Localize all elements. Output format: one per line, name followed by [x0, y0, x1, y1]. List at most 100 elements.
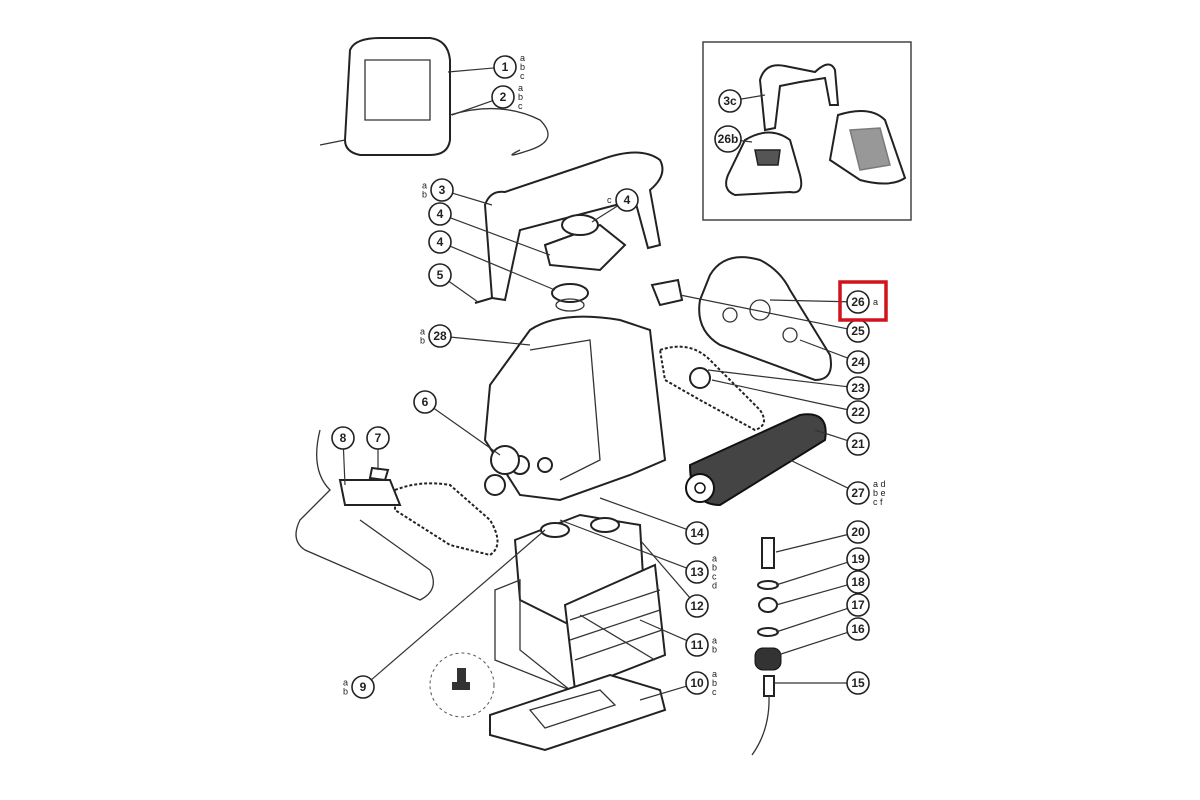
callout-14: 14: [685, 521, 709, 545]
callout-number: 26b: [718, 132, 739, 146]
callout-circle: [718, 89, 742, 113]
callout-number: 3: [439, 183, 446, 197]
callout-19: 19: [846, 547, 870, 571]
leader-line: [711, 379, 848, 411]
callout-number: 27: [851, 486, 865, 500]
callout-circle: [846, 400, 870, 424]
leader-line: [814, 429, 848, 442]
callout-number: 19: [851, 552, 865, 566]
callout-number: 15: [851, 676, 865, 690]
right-track-part: [658, 345, 765, 432]
callout-number: 3c: [723, 94, 737, 108]
handle-part: [483, 151, 664, 302]
callout-number: 9: [360, 680, 367, 694]
callout-circle: [331, 426, 355, 450]
callout-circle: [428, 263, 452, 287]
leader-line: [679, 294, 848, 330]
filter-frame-part: [494, 579, 571, 691]
callout-circle: [846, 432, 870, 456]
wheel-part: [484, 367, 711, 496]
callout-20: 20: [846, 520, 870, 544]
leader-line: [639, 619, 688, 642]
highlight-box: [838, 280, 888, 322]
callout-circle: [846, 481, 870, 505]
o-ring-part: [757, 627, 779, 637]
callout-number: 21: [851, 437, 865, 451]
swivel-frame-part: [295, 429, 434, 601]
callout-26: 26 a: [846, 290, 878, 314]
swivel-pin-part: [761, 537, 775, 569]
callout-number: 4: [437, 235, 444, 249]
impeller-part: [551, 283, 589, 312]
callout-circle: [351, 675, 375, 699]
callout-circle: [366, 426, 390, 450]
leader-line: [342, 448, 346, 486]
callout-number: 7: [375, 431, 382, 445]
inset-handle-part: [758, 63, 840, 132]
leader-line: [559, 519, 687, 569]
callout-number: 10: [690, 676, 704, 690]
callout-number: 26: [851, 295, 865, 309]
callout-circle: [846, 617, 870, 641]
callout-circle: [493, 55, 517, 79]
callout-circle: [846, 290, 870, 314]
leader-line: [433, 407, 501, 456]
left-track-part: [394, 482, 499, 557]
callout-number: 2: [500, 90, 507, 104]
callout-6: 6: [413, 390, 437, 414]
callout-circle: [846, 570, 870, 594]
callout-number: 4: [437, 207, 444, 221]
callout-number: 20: [851, 525, 865, 539]
inset-front-cover-part: [725, 131, 803, 197]
side-cover-part: [698, 256, 832, 382]
callout-4: 4: [428, 202, 452, 226]
callout-18: 18: [846, 570, 870, 594]
callout-circle: [846, 547, 870, 571]
leader-line: [452, 192, 493, 206]
callout-circle: [413, 390, 437, 414]
callout-number: 13: [690, 565, 704, 579]
callout-21: 21: [846, 432, 870, 456]
callout-variants: a: [873, 297, 878, 307]
callout-24: 24: [846, 350, 870, 374]
callout-circle: [428, 202, 452, 226]
callout-number: 24: [851, 355, 865, 369]
callout-circle: [428, 324, 452, 348]
callout-circle: [846, 671, 870, 695]
brush-roller-part: [685, 413, 827, 507]
leader-line: [777, 631, 848, 656]
leader-line: [448, 280, 479, 303]
swivel-nut-part: [754, 647, 782, 671]
callout-number: 1: [502, 60, 509, 74]
leader-line: [775, 584, 848, 606]
callout-4: 4: [428, 230, 452, 254]
leader-line: [639, 685, 687, 701]
leader-line: [451, 100, 493, 116]
leader-line: [799, 339, 848, 359]
swivel-bearing-part: [758, 597, 778, 613]
leader-line: [450, 217, 551, 256]
callout-17: 17: [846, 593, 870, 617]
callout-number: 25: [851, 324, 865, 338]
leader-line: [740, 94, 766, 100]
filter-panel-part: [563, 563, 667, 692]
callout-variants: c: [607, 195, 612, 205]
callout-number: 22: [851, 405, 865, 419]
callout-16: 16: [846, 617, 870, 641]
callout-circle: [685, 633, 709, 657]
callout-circle: [685, 560, 709, 584]
washer-part: [757, 580, 779, 590]
callout-number: 16: [851, 622, 865, 636]
